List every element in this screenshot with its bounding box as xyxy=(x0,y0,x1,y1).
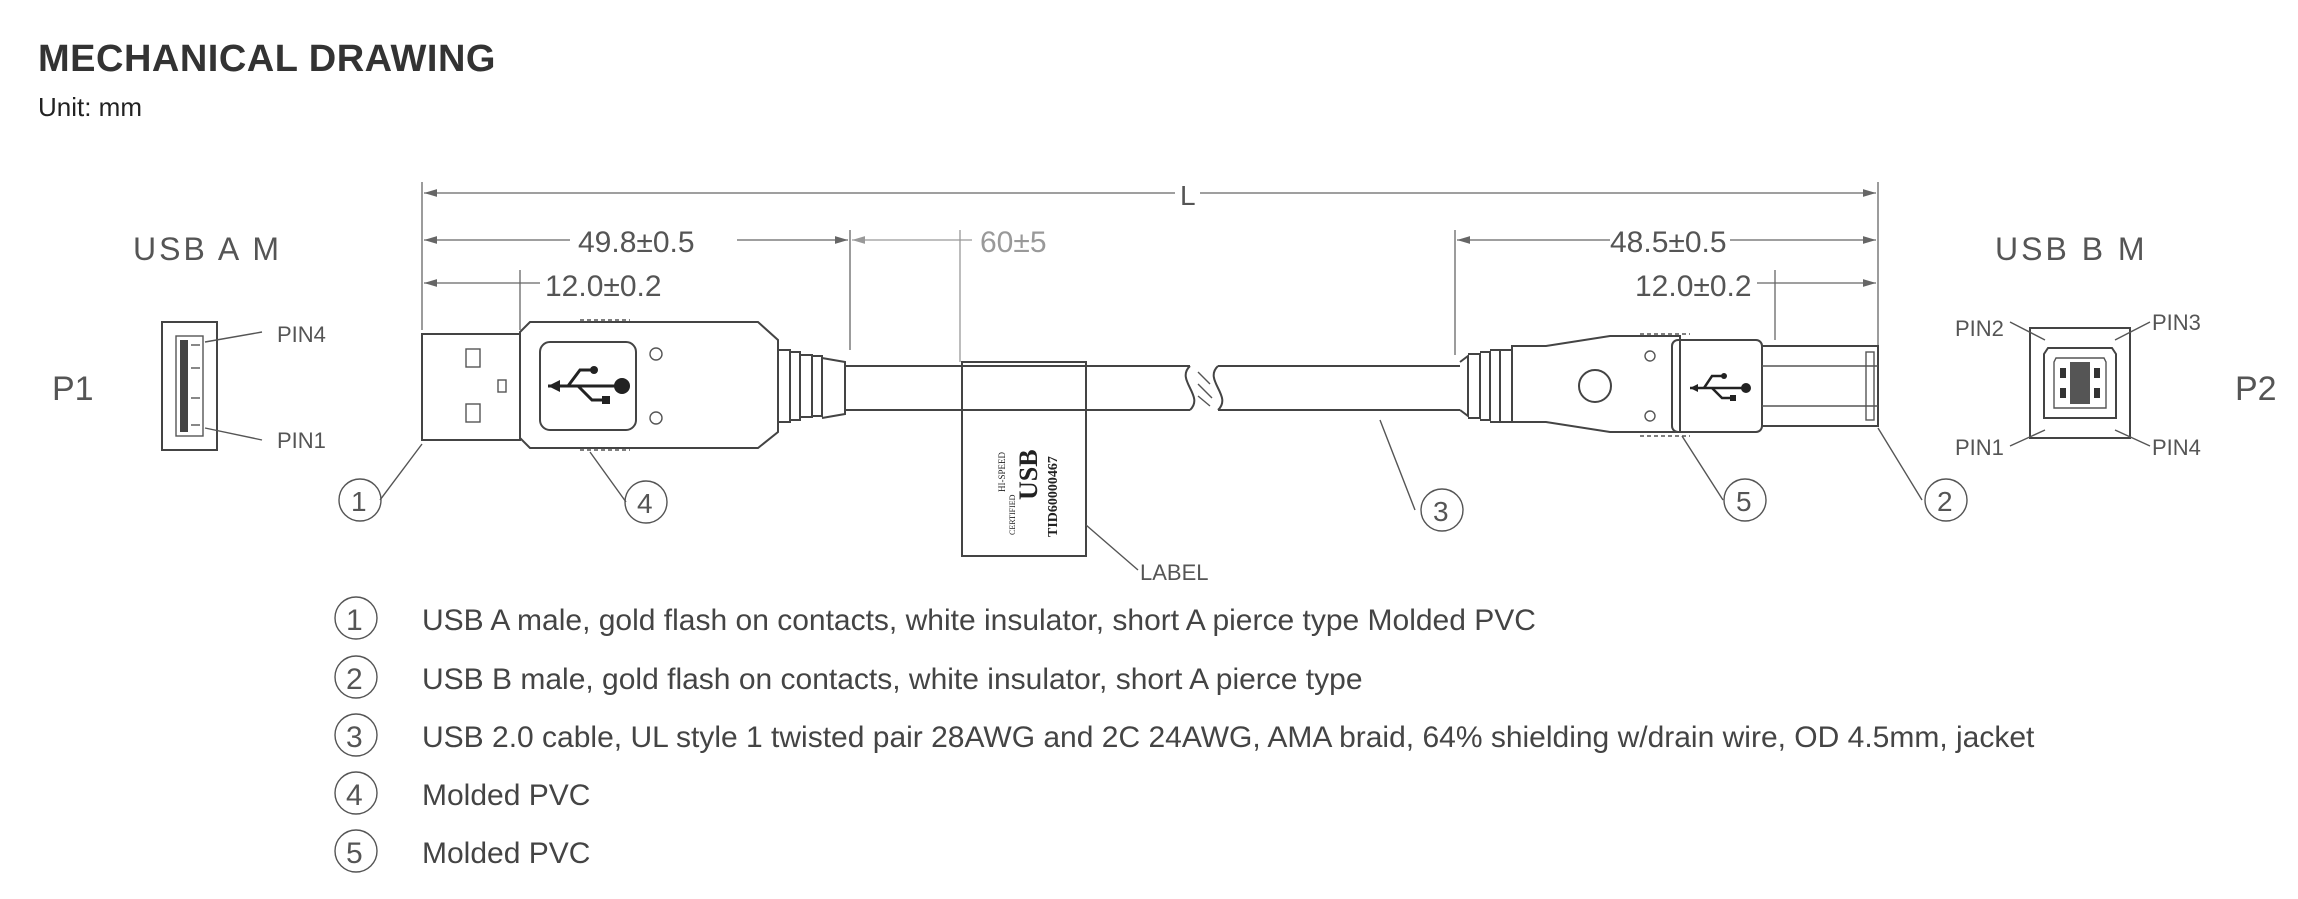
usb-a-face-view xyxy=(161,321,263,451)
label-tag-cert: CERTIFIED xyxy=(1008,494,1017,535)
callout-number-5: 5 xyxy=(1736,486,1752,517)
note-text: USB A male, gold flash on contacts, whit… xyxy=(422,604,1536,637)
usb-b-pin4-label: PIN4 xyxy=(2152,435,2201,460)
page-title: MECHANICAL DRAWING xyxy=(38,38,496,80)
callout-circle-2 xyxy=(1924,478,1968,522)
callout-number-1: 1 xyxy=(351,486,367,517)
callout-circle-4 xyxy=(624,480,668,524)
usb-a-pin4-label: PIN4 xyxy=(277,322,326,347)
usb-b-plug-side-view xyxy=(1459,333,1879,437)
dim-right-plug: 12.0±0.2 xyxy=(1635,270,1752,303)
note-item: 5 Molded PVC xyxy=(334,829,590,873)
usb-a-plug-side-view xyxy=(421,319,846,451)
dim-left-plug: 12.0±0.2 xyxy=(545,270,662,303)
usb-trident-icon-small xyxy=(1690,373,1751,401)
label-tag-id: TID60000467 xyxy=(1046,456,1061,537)
note-number: 4 xyxy=(346,779,363,812)
usb-b-face-view xyxy=(2009,321,2151,447)
usb-b-pin1-label: PIN1 xyxy=(1955,435,2004,460)
dimension-lines xyxy=(421,182,1879,420)
label-tag-logo: USB xyxy=(1014,449,1043,500)
usb-b-pin2-label: PIN2 xyxy=(1955,316,2004,341)
usb-b-name: USB B M xyxy=(1995,231,2148,267)
callout-number-3: 3 xyxy=(1433,496,1449,527)
port-p1: P1 xyxy=(52,370,94,408)
note-item: 2 USB B male, gold flash on contacts, wh… xyxy=(334,655,1363,699)
note-text: Molded PVC xyxy=(422,837,590,870)
label-tag-speed: HI-SPEED xyxy=(997,452,1007,492)
label-callout-text: LABEL xyxy=(1140,560,1209,585)
cable-label-tag xyxy=(961,361,1139,571)
callout-circle-1 xyxy=(338,478,382,522)
note-item: 4 Molded PVC xyxy=(334,771,590,815)
note-number: 2 xyxy=(346,663,363,696)
usb-trident-icon xyxy=(548,366,630,404)
dim-right-overmold: 48.5±0.5 xyxy=(1610,226,1727,259)
callout-circle-5 xyxy=(1723,478,1767,522)
callout-number-4: 4 xyxy=(637,488,653,519)
callout-circle-3 xyxy=(1420,488,1464,532)
dim-left-overmold: 49.8±0.5 xyxy=(578,226,695,259)
note-item: 3 USB 2.0 cable, UL style 1 twisted pair… xyxy=(334,713,2035,757)
note-text: USB B male, gold flash on contacts, whit… xyxy=(422,663,1363,696)
note-text: USB 2.0 cable, UL style 1 twisted pair 2… xyxy=(422,721,2035,754)
callout-leaders xyxy=(379,419,1923,511)
note-number: 3 xyxy=(346,721,363,754)
usb-a-pin1-label: PIN1 xyxy=(277,428,326,453)
dim-label-position: 60±5 xyxy=(980,226,1047,259)
note-text: Molded PVC xyxy=(422,779,590,812)
unit-label: Unit: mm xyxy=(38,92,142,122)
notes-list: 1 USB A male, gold flash on contacts, wh… xyxy=(334,596,2035,873)
note-item: 1 USB A male, gold flash on contacts, wh… xyxy=(334,596,1536,640)
port-p2: P2 xyxy=(2235,370,2277,408)
note-number: 5 xyxy=(346,837,363,870)
cable xyxy=(845,365,1460,411)
note-number: 1 xyxy=(346,604,363,637)
usb-b-pin3-label: PIN3 xyxy=(2152,310,2201,335)
dim-overall-length: L xyxy=(1180,180,1196,211)
usb-a-name: USB A M xyxy=(133,231,282,267)
callout-number-2: 2 xyxy=(1937,486,1953,517)
